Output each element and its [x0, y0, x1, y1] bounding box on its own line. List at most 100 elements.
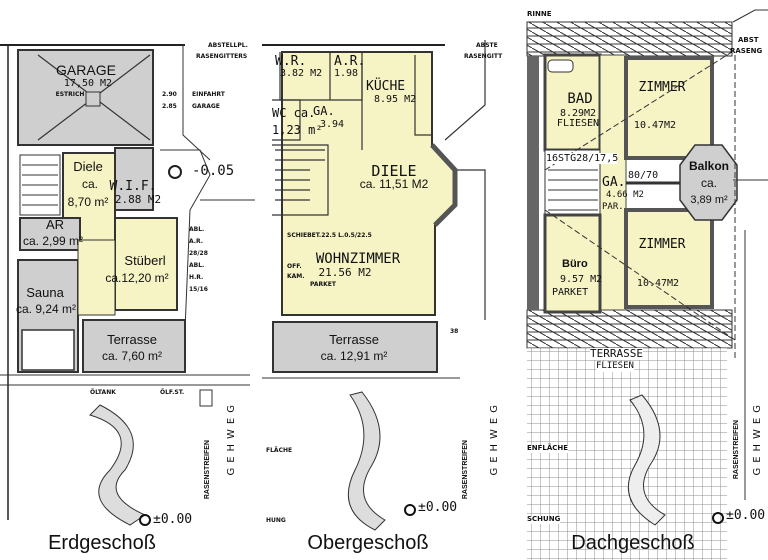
diele-label-og: DIELE [371, 162, 417, 180]
erdgeschoss-plan [0, 44, 255, 526]
kueche-area-label: 8.95 M2 [374, 94, 417, 105]
stueberl-area-label: ca.12,20 m² [105, 271, 169, 285]
level-entry: -0.05 [192, 163, 235, 179]
dachgeschoss-plan [526, 9, 768, 560]
zimmer-bottom-area [624, 208, 714, 309]
garage-area-label: 17,50 M2 [63, 78, 113, 89]
obergeschoss-plan [262, 40, 486, 531]
hr-note: H.R. [189, 274, 204, 281]
abstellpl-label-og: ABSTE [476, 42, 498, 49]
gehweg-label-og: GEHWEG [489, 400, 500, 476]
terrasse-area-label: ca. 7,60 m² [101, 349, 163, 363]
spiral-stair-og [347, 391, 386, 531]
bad-fliesen: FLIESEN [556, 118, 600, 129]
fliesen-label-dg: FLIESEN [596, 361, 634, 372]
balkon-ca: ca. [700, 176, 718, 190]
wr-area-label: 3.82 M2 [280, 68, 323, 79]
abstellpl-label-dg: ABST [738, 36, 759, 44]
ga-area [599, 54, 627, 311]
ar-note: A.R. [189, 238, 204, 245]
rinne-label: RINNE [527, 10, 552, 18]
spiral-stair-dg [627, 394, 666, 526]
level-ground-dg: ±0.00 [726, 508, 766, 523]
level-ground-og: ±0.00 [418, 500, 458, 515]
diele-label: Diele [73, 159, 103, 174]
ga-label-dg: GA. [602, 175, 626, 190]
oltank-label: ÖLTANK [90, 389, 116, 396]
caption-dachgeschoss: Dachgeschoß [571, 532, 695, 554]
ar-label: AR [45, 217, 65, 232]
sauna-label: Sauna [26, 285, 64, 300]
stairs-label-dg: 16STG28/17,5 [546, 153, 619, 164]
dim-38: 38 [450, 328, 459, 335]
einfahrt-label: EINFAHRT [192, 91, 225, 98]
ar-area [19, 217, 81, 251]
buero-area-label: 9.57 M2 [560, 274, 603, 285]
schiebe-label: SCHIEBET.22.5 L.0.5/22.5 [287, 232, 372, 239]
ga-door-dim: 80/70 [628, 170, 659, 181]
wr-label: W.R. [275, 54, 307, 69]
balkon-label: Balkon [688, 159, 730, 173]
zimmer-bottom-area-label: 10.47M2 [636, 278, 680, 289]
ga-label-og: GA. [313, 104, 335, 118]
buero-area [543, 213, 602, 314]
kueche-label: KÜCHE [366, 79, 406, 94]
rasenstreifen-label-dg: RASENSTREIFEN [733, 420, 740, 480]
gehweg-label-dg: GEHWEG [752, 400, 763, 476]
wohnzimmer-area-label: 21.56 M2 [318, 266, 372, 279]
garage-label: GARAGE [56, 62, 116, 78]
rasengitter-label-og: RASENGITT [464, 53, 503, 60]
ar-label-og: A.R. [334, 54, 366, 69]
zimmer-top-label: ZIMMER [638, 80, 686, 95]
buero-label: Büro [562, 258, 588, 270]
caption-erdgeschoss: Erdgeschoß [48, 532, 156, 554]
ga-area-label-dg: 4.66 M2 [606, 190, 644, 200]
rasenstreifen-label-og: RASENSTREIFEN [462, 440, 469, 500]
einfahrt-garage-label: GARAGE [192, 103, 220, 110]
hung-label: HUNG [266, 517, 286, 524]
wohnzimmer-label: WOHNZIMMER [315, 251, 401, 267]
garage-estrich: ESTRICH [55, 91, 85, 98]
ar-area-label: ca. 2,99 m² [22, 234, 84, 248]
terrasse-area-label-og: ca. 12,91 m² [320, 349, 388, 363]
stueberl-label: Stüberl [124, 253, 166, 268]
olf-label: ÖLF.ST. [160, 389, 185, 396]
ga-parket: PAR. [602, 202, 624, 212]
ga-area-label-og: 3.94 [320, 119, 345, 130]
dim-2-90: 2.90 [162, 91, 177, 98]
level-ground: ±0.00 [153, 512, 193, 527]
wif-area-label: 2.88 M2 [114, 193, 162, 206]
diele-area-label: 8,70 m² [67, 195, 109, 209]
balkon-area [679, 144, 738, 221]
balkon-area-label: 3,89 m² [690, 194, 728, 206]
caption-obergeschoss: Obergeschoß [307, 532, 429, 554]
abstellpl-label: ABSTELLPL. [208, 42, 248, 49]
kam-label: KAM. [287, 273, 305, 280]
rasengitter-label-dg: RASENG [730, 47, 763, 55]
hr-dim: 15/16 [189, 286, 208, 293]
off-label: OFF. [287, 263, 302, 270]
zimmer-top-area-label: 10.47M2 [633, 120, 677, 131]
diele-area-label-og: ca. 11,51 M2 [359, 177, 429, 191]
buero-parket: PARKET [552, 287, 589, 298]
terrasse-area [272, 321, 438, 373]
schung-label: SCHUNG [527, 515, 561, 524]
abl-ar-label: ABL. [189, 226, 205, 233]
ar-dim: 28/28 [189, 250, 208, 257]
terrasse-label: Terrasse [107, 332, 157, 347]
gehweg-label: GEHWEG [226, 400, 237, 476]
abl-hr-label: ABL. [189, 262, 205, 269]
bad-area-label: 8.29M2 [559, 108, 597, 119]
dim-2-85: 2.85 [162, 103, 177, 110]
flaeche-label-og: FLÄCHE [266, 447, 293, 454]
zimmer-top-area [624, 56, 714, 160]
bad-label: BAD [567, 91, 593, 107]
flaeche-label-dg: ENFLÄCHE [527, 444, 569, 453]
terrasse-label-og: Terrasse [329, 332, 379, 347]
wohnzimmer-parket: PARKET [310, 281, 336, 288]
terrasse-label-dg: TERRASSE [590, 347, 643, 361]
level-markers [139, 504, 724, 526]
ar-area-label-og: 1.98 [334, 68, 359, 79]
